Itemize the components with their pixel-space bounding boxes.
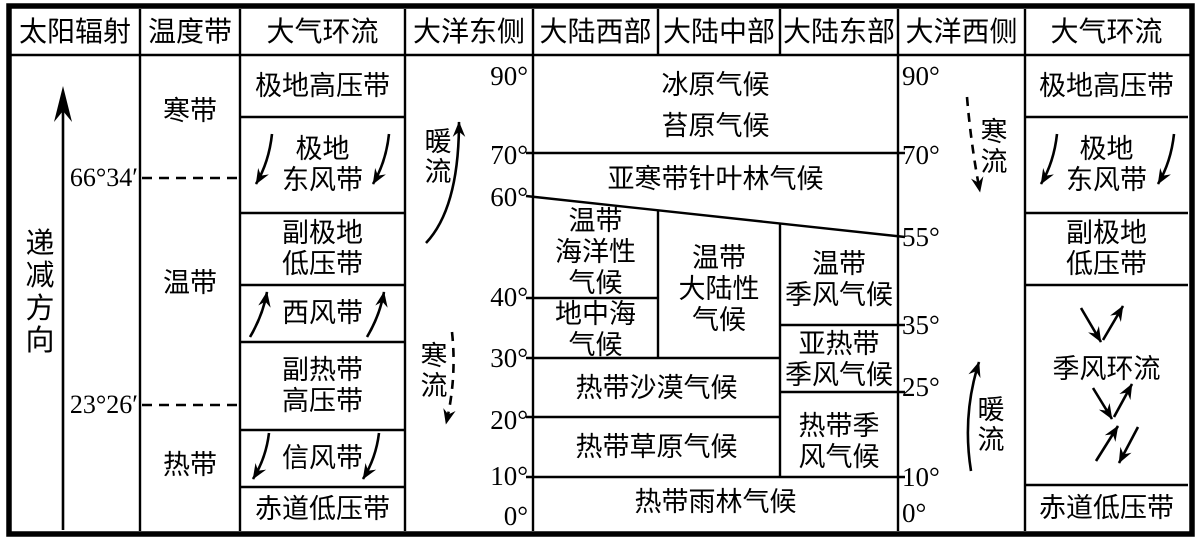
polar-easterlies-left: 极地 东风带 [282, 134, 363, 195]
lat-east-0: 0° [503, 501, 528, 531]
lat-east-60: 60° [490, 182, 528, 212]
lat-east-30: 30° [490, 343, 528, 373]
westerlies-arrow [365, 291, 388, 338]
warm-current-label-west: 暖流 [977, 395, 1005, 456]
decreasing-direction-label: 递减方向 [25, 228, 55, 358]
lat-east-20: 20° [490, 405, 528, 435]
lat-west-25: 25° [902, 372, 940, 402]
westerlies-arrow [248, 291, 271, 338]
subtropical-monsoon-climate: 亚热带 季风气候 [785, 329, 893, 390]
polar-easterlies-arrow [254, 133, 274, 185]
monsoon-arrow [1112, 383, 1134, 418]
lat-east-10: 10° [490, 461, 528, 491]
ice-cap-climate: 冰原气候 [661, 70, 770, 100]
lat-west-35: 35° [902, 310, 940, 340]
subarctic-coniferous-climate: 亚寒带针叶林气候 [607, 164, 824, 194]
temperate-zone-label: 温带 [163, 268, 217, 298]
temperate-maritime-climate: 温带 海洋性 气候 [555, 206, 636, 298]
header-solar-radiation: 太阳辐射 [18, 17, 131, 48]
temperate-monsoon-climate: 温带 季风气候 [785, 249, 893, 310]
trade-winds-arrow [251, 432, 271, 480]
subpolar-low-right: 副极地 低压带 [1066, 218, 1147, 279]
monsoon-arrow [1091, 387, 1114, 420]
polar-easterlies-right: 极地 东风带 [1066, 134, 1147, 195]
tropical-rainforest-climate: 热带雨林气候 [634, 487, 797, 517]
polar-high-left: 极地高压带 [255, 70, 390, 101]
trade-winds-label: 信风带 [282, 443, 363, 473]
lat-east-90: 90° [490, 61, 528, 91]
warm-current-arrow-east [425, 121, 466, 244]
lat-west-10: 10° [902, 462, 940, 492]
monsoon-arrow [1079, 307, 1103, 343]
polar-high-right: 极地高压带 [1039, 70, 1174, 101]
tropic-of-cancer-label: 23°26′ [69, 390, 138, 419]
cold-current-label-east: 寒流 [420, 341, 448, 402]
subpolar-low-left: 副极地 低压带 [282, 218, 363, 279]
header-continent-west: 大陆西部 [539, 17, 652, 48]
lat-east-70: 70° [490, 140, 528, 170]
subtropical-high-label: 副热带 高压带 [282, 355, 363, 416]
monsoon-circulation-label: 季风环流 [1052, 354, 1161, 384]
header-continent-east: 大陆东部 [782, 17, 895, 48]
cold-current-label-west: 寒流 [980, 117, 1008, 178]
polar-easterlies-arrow [1156, 133, 1176, 185]
equatorial-low-right: 赤道低压带 [1039, 492, 1174, 523]
cold-current-arrow-west [965, 96, 984, 193]
60-55-degree-diagonal [525, 194, 906, 239]
solar-radiation-arrow [54, 86, 72, 530]
polar-easterlies-arrow [1039, 133, 1059, 185]
lat-east-40: 40° [490, 282, 528, 312]
polar-easterlies-arrow [371, 133, 391, 185]
westerlies-label: 西风带 [282, 298, 363, 328]
equatorial-low-left: 赤道低压带 [255, 493, 390, 524]
tropical-savanna-climate: 热带草原气候 [575, 432, 738, 462]
lat-west-55: 55° [902, 222, 940, 252]
warm-current-arrow-west [966, 361, 981, 472]
monsoon-arrow [1101, 305, 1125, 341]
mediterranean-climate: 地中海 气候 [555, 298, 636, 360]
header-temperature-zone: 温度带 [147, 17, 232, 48]
tropical-monsoon-climate: 热带季 风气候 [798, 411, 880, 472]
monsoon-arrow [1117, 426, 1140, 464]
lat-west-90: 90° [902, 61, 940, 91]
tundra-climate: 苔原气候 [661, 111, 770, 141]
temperate-continental-climate: 温带 大陆性 气候 [678, 243, 760, 335]
header-ocean-east: 大洋东侧 [412, 17, 525, 48]
arctic-circle-label: 66°34′ [69, 163, 138, 192]
warm-current-label-east: 暖流 [424, 127, 452, 188]
cold-current-arrow-east [443, 331, 456, 425]
lat-west-70: 70° [902, 140, 940, 170]
tropical-desert-climate: 热带沙漠气候 [575, 373, 738, 403]
tropical-zone-label: 热带 [163, 450, 217, 480]
header-circulation-right: 大气环流 [1050, 17, 1163, 48]
lat-west-0: 0° [902, 498, 927, 528]
cold-zone-label: 寒带 [163, 96, 217, 126]
header-ocean-west: 大洋西侧 [905, 17, 1018, 48]
header-continent-middle: 大陆中部 [662, 17, 775, 48]
trade-winds-arrow [361, 432, 381, 480]
monsoon-arrow [1094, 425, 1120, 462]
outer-border [6, 3, 1195, 537]
header-circulation-left: 大气环流 [266, 17, 379, 48]
